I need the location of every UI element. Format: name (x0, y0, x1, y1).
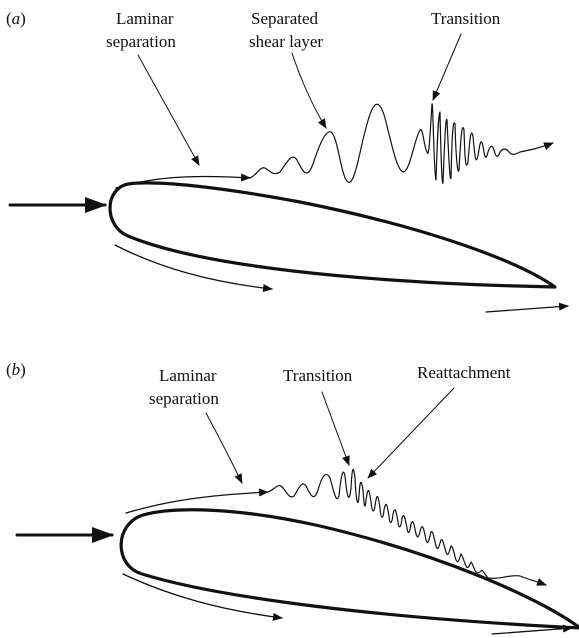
laminar-separation-leader-arrow (137, 54, 200, 166)
lower-streamline-a (114, 244, 273, 292)
shear-layer-wave-a (249, 103, 554, 184)
laminar-separation-label-line2: separation (106, 32, 176, 51)
airfoil-a (108, 181, 557, 289)
panel-b: (b) Laminar separation Transition Reatta… (6, 360, 579, 635)
panel-b-label: (b) (6, 360, 26, 379)
transition-leader-arrow-b (321, 391, 350, 466)
transition-label: Transition (431, 9, 501, 28)
transition-leader-arrow (432, 33, 462, 101)
reattachment-leader-arrow (367, 387, 455, 479)
upper-streamline-b (125, 488, 269, 514)
laminar-separation-label-line1: Laminar (116, 9, 174, 28)
laminar-separation-label-b-line1: Laminar (159, 366, 217, 385)
shear-layer-wave-b (267, 468, 489, 579)
laminar-separation-leader-arrow-b (205, 412, 243, 484)
shear-layer-leader-arrow (291, 52, 327, 129)
transition-label-b: Transition (283, 366, 353, 385)
laminar-separation-label-b-line2: separation (149, 389, 219, 408)
reattached-boundary-layer-b (487, 574, 547, 586)
reattachment-label: Reattachment (417, 363, 511, 382)
wake-streamline-b (491, 624, 573, 635)
airfoil-b (119, 508, 579, 630)
panel-a-label: (a) (6, 9, 26, 28)
upper-streamline-a (115, 173, 251, 189)
wake-streamline-a (485, 302, 569, 313)
panel-a: (a) Laminar separation Separated shear l… (6, 9, 569, 313)
lower-streamline-b (122, 573, 283, 621)
separated-shear-layer-label-line1: Separated (251, 9, 319, 28)
separated-shear-layer-label-line2: shear layer (249, 32, 323, 51)
